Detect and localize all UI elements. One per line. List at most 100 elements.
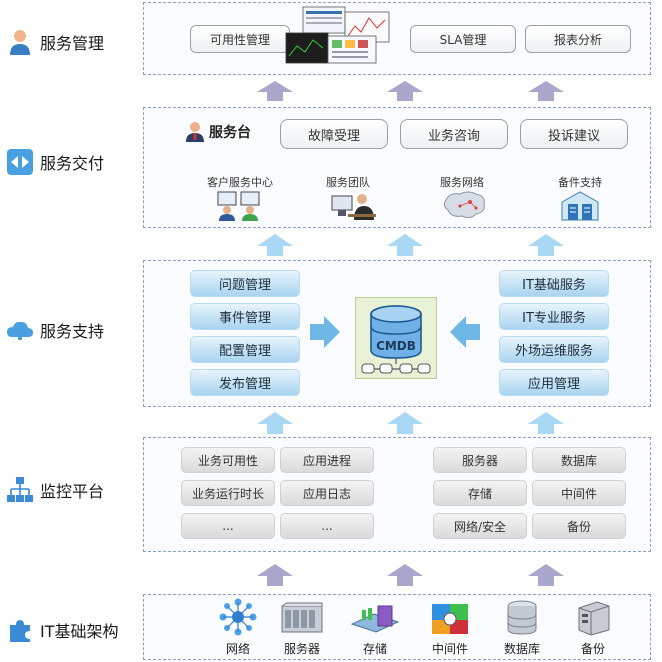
service-desk-text: 服务台 xyxy=(209,125,251,141)
exchange-icon xyxy=(6,148,34,176)
box-label: 业务可用性 xyxy=(197,453,258,468)
box-label: IT专业服务 xyxy=(522,311,586,326)
monitor-business-uptime: 业务运行时长 xyxy=(181,480,275,506)
fault-intake-pill: 故障受理 xyxy=(280,119,388,149)
field-ops-service-box: 外场运维服务 xyxy=(499,336,609,363)
up-arrow-icon xyxy=(257,81,293,101)
database-icon xyxy=(507,600,537,635)
up-arrow-icon xyxy=(257,412,293,434)
it-professional-service-box: IT专业服务 xyxy=(499,303,609,330)
pill-label: SLA管理 xyxy=(439,32,487,47)
service-desk-label: 服务台 xyxy=(185,121,251,143)
monitor-network-security: 网络/安全 xyxy=(433,513,527,539)
service-team-image xyxy=(331,194,376,220)
up-arrow-icon xyxy=(528,81,564,101)
up-arrow-icon xyxy=(257,564,293,586)
call-center-image xyxy=(217,191,260,221)
monitor-middleware: 中间件 xyxy=(532,480,626,506)
up-arrow-icon xyxy=(387,412,423,434)
china-map-image xyxy=(443,191,485,219)
layer-label-text: IT基础架构 xyxy=(40,622,119,641)
caption-customer-center: 客户服务中心 xyxy=(207,176,273,189)
up-arrow-icon xyxy=(257,234,293,256)
box-label: 外场运维服务 xyxy=(514,344,593,359)
box-label: 数据库 xyxy=(560,453,597,468)
monitor-app-log: 应用日志 xyxy=(280,480,374,506)
box-label: 应用日志 xyxy=(302,486,351,501)
box-label: 应用进程 xyxy=(302,453,351,468)
layer-label-service-mgmt: 服务管理 xyxy=(6,28,104,56)
cmdb-box: CMDB xyxy=(355,297,437,379)
person-icon xyxy=(6,28,34,56)
cloud-icon xyxy=(6,316,34,344)
cmdb-label: CMDB xyxy=(376,339,416,353)
incident-mgmt-box: 事件管理 xyxy=(190,303,300,330)
caption-service-team: 服务团队 xyxy=(326,176,370,189)
box-label: ... xyxy=(222,519,234,533)
server-rack-icon xyxy=(281,602,323,633)
app-mgmt-box: 应用管理 xyxy=(499,369,609,396)
box-label: 备份 xyxy=(566,519,591,534)
sla-mgmt-pill: SLA管理 xyxy=(410,25,516,53)
box-label: 中间件 xyxy=(560,486,597,501)
pill-label: 报表分析 xyxy=(553,32,602,47)
layer-label-text: 服务管理 xyxy=(40,34,105,53)
box-label: 事件管理 xyxy=(218,311,271,326)
layer-label-text: 监控平台 xyxy=(40,482,105,501)
caption-service-network: 服务网络 xyxy=(440,176,484,189)
infra-label-storage: 存储 xyxy=(362,642,387,656)
cmdb-database-icon: CMDB xyxy=(361,305,431,374)
up-arrow-icon xyxy=(528,412,564,434)
up-arrow-icon xyxy=(387,564,423,586)
backup-device-icon xyxy=(578,601,610,636)
monitor-backup: 备份 xyxy=(532,513,626,539)
box-label: 业务运行时长 xyxy=(191,486,264,501)
left-arrow-icon xyxy=(450,316,480,348)
pill-label: 业务咨询 xyxy=(427,128,480,144)
config-mgmt-box: 配置管理 xyxy=(190,336,300,363)
monitor-database: 数据库 xyxy=(532,447,626,473)
layer-label-infrastructure: IT基础架构 xyxy=(6,616,119,644)
reports-pill: 报表分析 xyxy=(525,25,631,53)
it-basic-service-box: IT基础服务 xyxy=(499,270,609,297)
up-arrow-icon xyxy=(387,81,423,101)
monitor-server: 服务器 xyxy=(433,447,527,473)
infra-label-backup: 备份 xyxy=(580,642,605,656)
monitor-storage: 存储 xyxy=(433,480,527,506)
caption-spare-parts: 备件支持 xyxy=(558,176,602,189)
infra-label-middleware: 中间件 xyxy=(431,642,468,656)
right-arrow-icon xyxy=(310,316,340,348)
monitor-business-availability: 业务可用性 xyxy=(181,447,275,473)
problem-mgmt-box: 问题管理 xyxy=(190,270,300,297)
box-label: 问题管理 xyxy=(218,278,271,293)
pill-label: 可用性管理 xyxy=(209,32,270,47)
box-label: 存储 xyxy=(467,486,492,501)
warehouse-image xyxy=(561,191,599,221)
business-consult-pill: 业务咨询 xyxy=(400,119,508,149)
monitor-app-process: 应用进程 xyxy=(280,447,374,473)
box-label: 服务器 xyxy=(461,453,498,468)
puzzle-icon xyxy=(6,616,34,644)
layer-label-service-support: 服务支持 xyxy=(6,316,104,344)
infra-label-network: 网络 xyxy=(225,642,250,656)
monitor-more-2: ... xyxy=(280,513,374,539)
box-label: 发布管理 xyxy=(218,377,271,392)
box-label: 应用管理 xyxy=(527,377,580,392)
up-arrow-icon xyxy=(528,234,564,256)
box-label: IT基础服务 xyxy=(522,278,586,293)
infra-label-database: 数据库 xyxy=(503,642,540,656)
storage-icon xyxy=(350,605,400,633)
box-label: 网络/安全 xyxy=(453,519,507,534)
up-arrow-icon xyxy=(528,564,564,586)
network-icon xyxy=(219,598,257,636)
layer-label-monitoring: 监控平台 xyxy=(6,476,104,504)
box-label: 配置管理 xyxy=(218,344,271,359)
complaint-pill: 投诉建议 xyxy=(520,119,628,149)
layer-label-text: 服务支持 xyxy=(40,322,105,341)
middleware-icon xyxy=(432,604,468,634)
pill-label: 投诉建议 xyxy=(547,128,600,144)
layer-label-service-delivery: 服务交付 xyxy=(6,148,104,176)
monitor-more-1: ... xyxy=(181,513,275,539)
pill-label: 故障受理 xyxy=(307,128,360,144)
infra-label-server: 服务器 xyxy=(283,642,320,656)
